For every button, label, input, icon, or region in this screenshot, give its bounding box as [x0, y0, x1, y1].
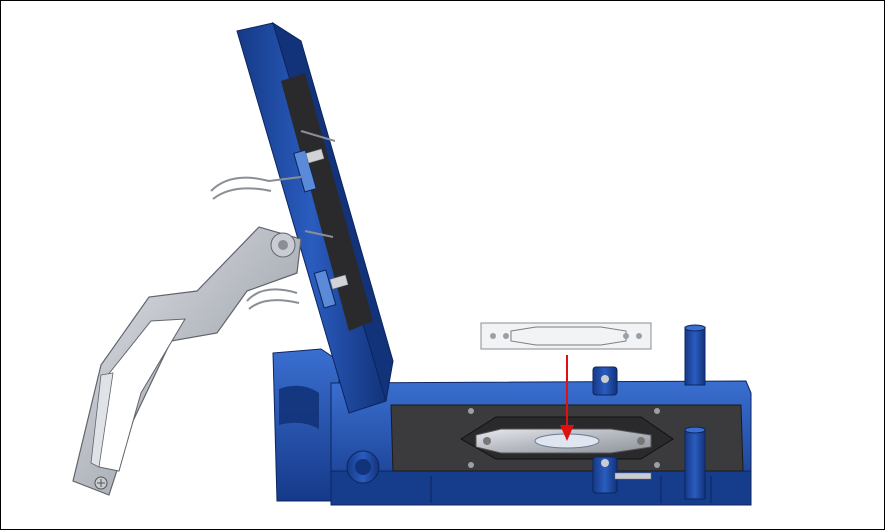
knobs: [346, 366, 652, 494]
slide-holder: [475, 428, 652, 454]
wire-springs: [210, 130, 336, 310]
tilted-lid: [236, 21, 394, 414]
glass-slide-part: [480, 322, 652, 350]
lever-arm: [72, 226, 302, 496]
insertion-arrow: [560, 355, 574, 441]
posts: [684, 324, 706, 500]
